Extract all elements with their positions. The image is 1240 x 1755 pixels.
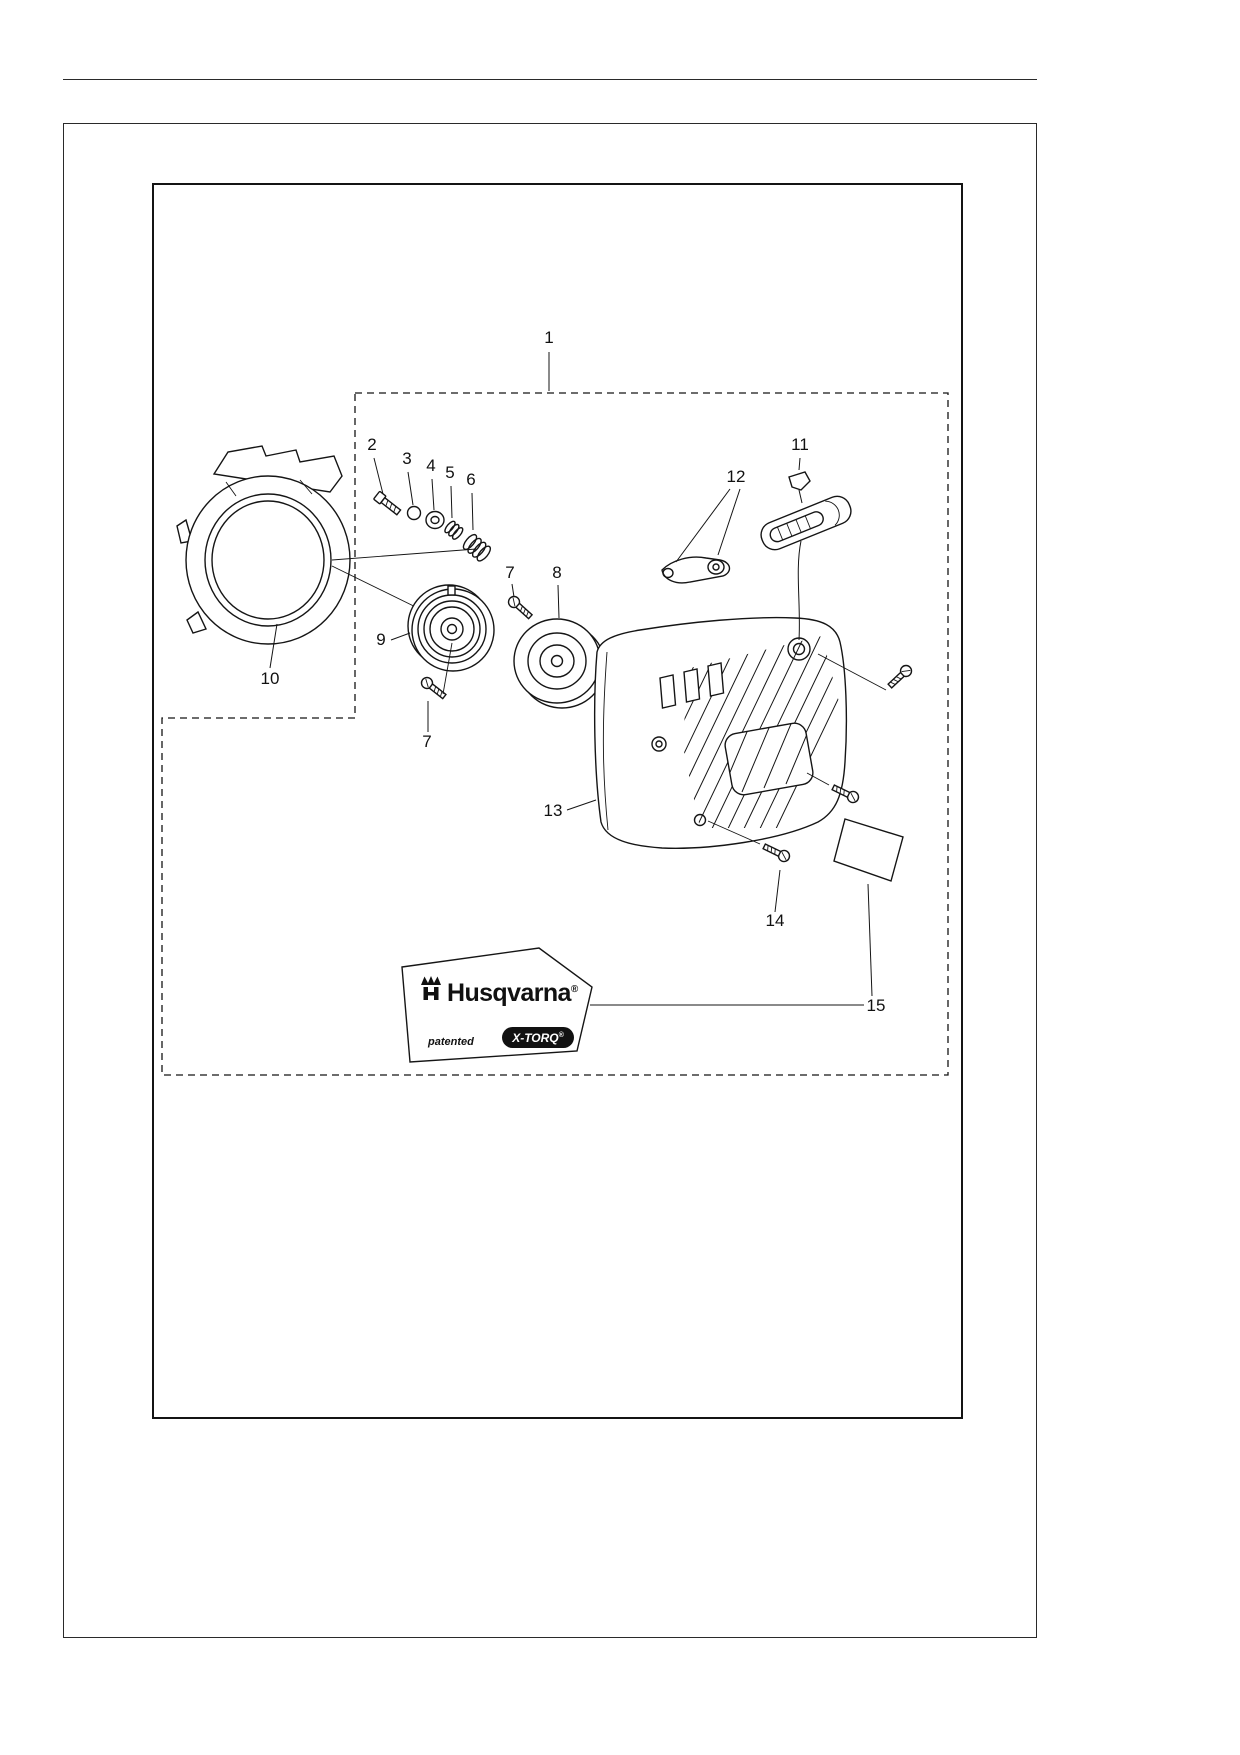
callout-13: 13 (544, 801, 563, 820)
leader-line-12a (675, 488, 731, 563)
callout-14: 14 (766, 911, 785, 930)
part-spring-5 (444, 520, 464, 540)
husqvarna-crown-icon (421, 976, 441, 1000)
cover-vent-slot (659, 674, 677, 709)
part-decal-15 (833, 818, 904, 882)
callout-3: 3 (402, 449, 411, 468)
starter-rope (797, 540, 802, 641)
leader-line-9 (390, 632, 411, 641)
part-spring-cassette-8 (513, 618, 606, 709)
xtorq-badge (502, 1027, 574, 1048)
leader-line-12b (717, 488, 741, 556)
cover-window (724, 722, 814, 796)
leader-line-13 (566, 799, 597, 811)
leader-line-5 (450, 485, 453, 519)
cover-screw-hole (651, 736, 667, 752)
cover-screw-hole (693, 813, 707, 827)
callout-1: 1 (544, 328, 553, 347)
patented-text: patented (427, 1036, 474, 1048)
part-screw-14-c (761, 840, 793, 865)
leader-line-11 (798, 457, 801, 471)
leader-line-15b (867, 883, 873, 997)
part-choke-lever-12 (661, 556, 731, 584)
part-washer-4 (425, 510, 445, 530)
callout-4: 4 (426, 456, 435, 475)
screw-14c-axis-line (707, 820, 761, 845)
screw-14a-axis-line (817, 653, 887, 691)
callout-leader-lines (269, 352, 873, 1006)
husqvarna-wordmark: Husqvarna® (447, 979, 579, 1007)
callout-2: 2 (367, 435, 376, 454)
callout-12: 12 (727, 467, 746, 486)
part-screw-14-a (885, 662, 915, 691)
assembly-axis-line-upper (331, 548, 477, 561)
xtorq-text: X-TORQ® (511, 1031, 564, 1045)
part-starter-handle-11 (760, 471, 852, 641)
leader-line-4 (431, 478, 435, 511)
callout-11: 11 (791, 435, 809, 454)
part-screw-7-bottom (418, 674, 449, 702)
leader-line-14 (774, 869, 781, 913)
top-rule (63, 79, 1037, 80)
cover-vent-slot (683, 668, 701, 703)
screw-14b-axis-line (806, 772, 830, 786)
part-circlip-3 (406, 505, 422, 521)
callout-8: 8 (552, 563, 561, 582)
part-starter-cover-13 (593, 616, 848, 849)
cover-vent-slot (707, 662, 725, 697)
assembly-group-boundary (161, 392, 949, 1076)
leader-line-10 (269, 623, 278, 669)
part-starter-pulley-9 (407, 584, 495, 672)
part-spring-6 (462, 533, 492, 562)
leader-line-2 (373, 457, 384, 495)
callout-7-bottom: 7 (422, 732, 431, 751)
leader-line-8 (557, 584, 560, 619)
callout-7-top: 7 (505, 563, 514, 582)
part-screw-2 (373, 490, 402, 516)
leader-line-7a (511, 583, 515, 598)
callout-5: 5 (445, 463, 454, 482)
leader-line-3 (407, 471, 414, 506)
part-fan-housing-10 (176, 445, 351, 645)
leader-line-6 (471, 492, 474, 531)
husqvarna-decal: Husqvarna® patented X-TORQ® (401, 947, 593, 1063)
callout-9: 9 (376, 630, 385, 649)
callout-10: 10 (261, 669, 280, 688)
callout-6: 6 (466, 470, 475, 489)
part-screw-7-top (505, 593, 535, 622)
screw-7-axis-line (442, 642, 453, 695)
callout-15: 15 (867, 996, 886, 1015)
